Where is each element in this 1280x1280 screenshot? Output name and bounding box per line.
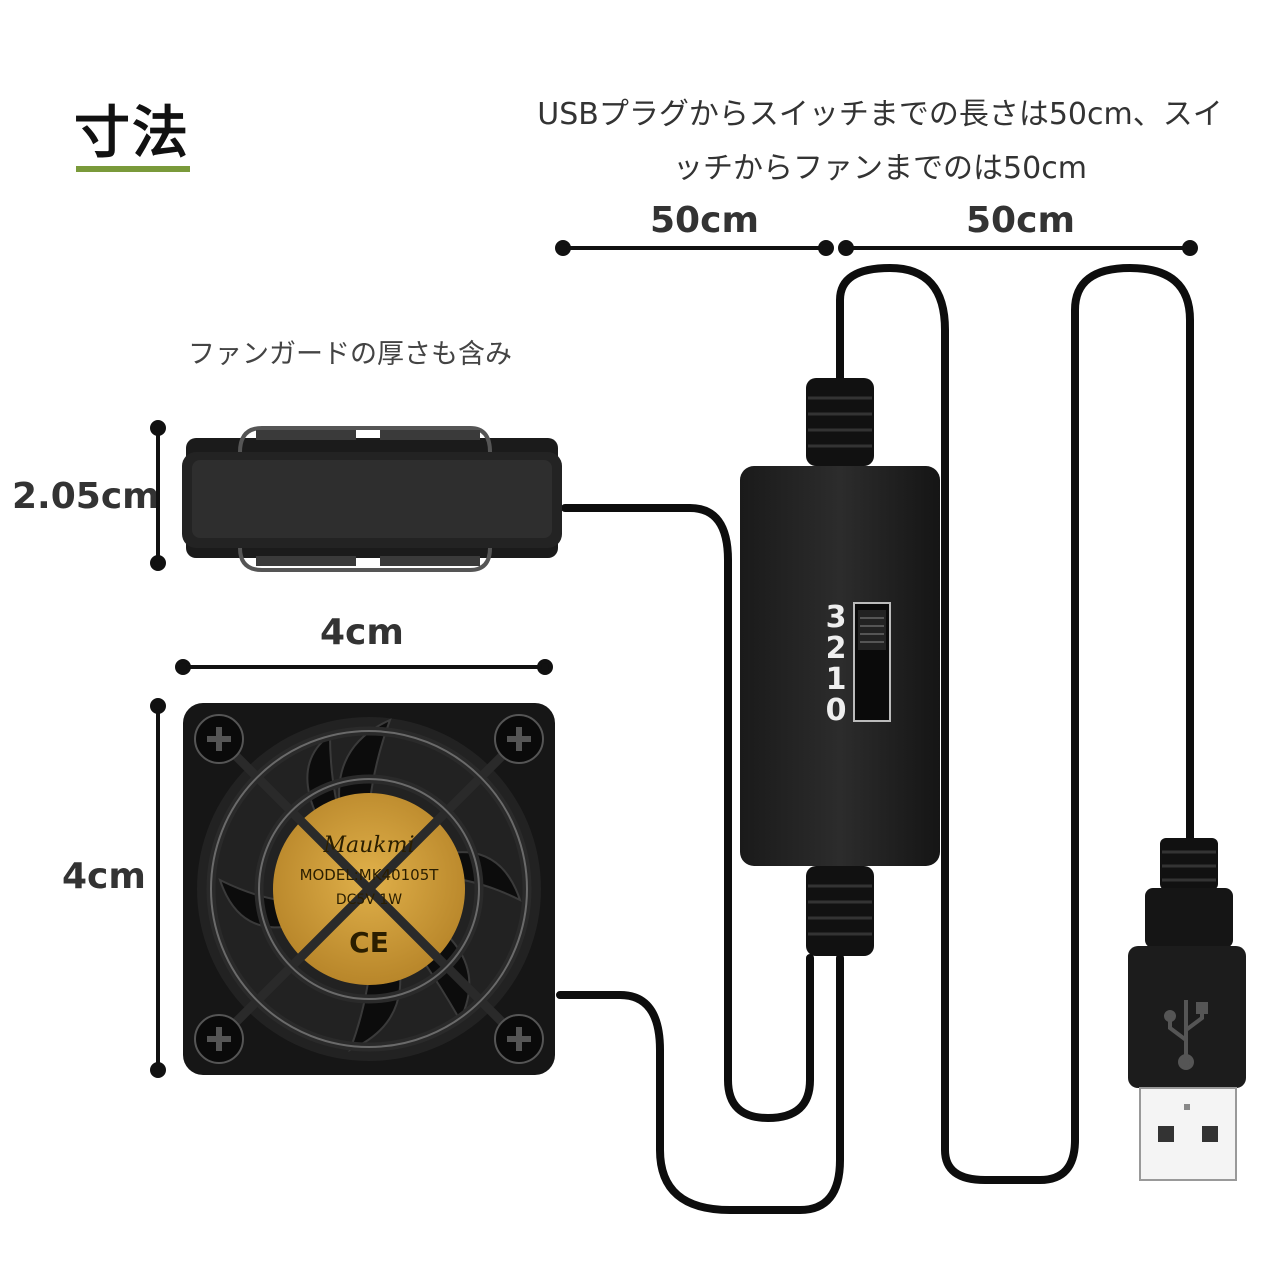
fan-side-view [182, 426, 562, 572]
usb-icon [1164, 1000, 1208, 1070]
fan-model-text: MODEL:MK40105T [300, 866, 440, 884]
switch-level-0: 0 [826, 693, 847, 728]
switch-level-3: 3 [826, 600, 847, 635]
usb-plug [1128, 838, 1246, 1181]
dimension-label-fan-width: 4cm [320, 612, 404, 653]
dimension-label-fan-height: 4cm [62, 856, 146, 897]
cables [556, 263, 1194, 1214]
dimension-lines [150, 240, 1198, 1078]
dimension-label-usb-to-switch: 50cm [650, 200, 759, 241]
description-line-2: ッチからファンまでのは50cm [673, 151, 1087, 186]
ce-mark: CE [349, 926, 389, 959]
fan-guard-note: ファンガードの厚さも含み [188, 339, 512, 370]
switch-level-2: 2 [826, 631, 847, 666]
fan-front-view: Maukmi MODEL:MK40105T DC5V 1W CE [183, 703, 555, 1075]
title-underline [76, 166, 190, 172]
fan-rating-text: DC5V 1W [336, 892, 402, 908]
page-title: 寸法 [74, 101, 190, 166]
description-line-1: USBプラグからスイッチまでの長さは50cm、スイ [537, 97, 1223, 132]
fan-brand-text: Maukmi [322, 833, 414, 858]
cable-length-description: USBプラグからスイッチまでの長さは50cm、スイ ッチからファンまでのは50c… [520, 88, 1240, 196]
switch-level-1: 1 [826, 662, 847, 697]
dimension-label-fan-thickness: 2.05cm [12, 476, 160, 517]
dimension-label-switch-to-fan: 50cm [966, 200, 1075, 241]
